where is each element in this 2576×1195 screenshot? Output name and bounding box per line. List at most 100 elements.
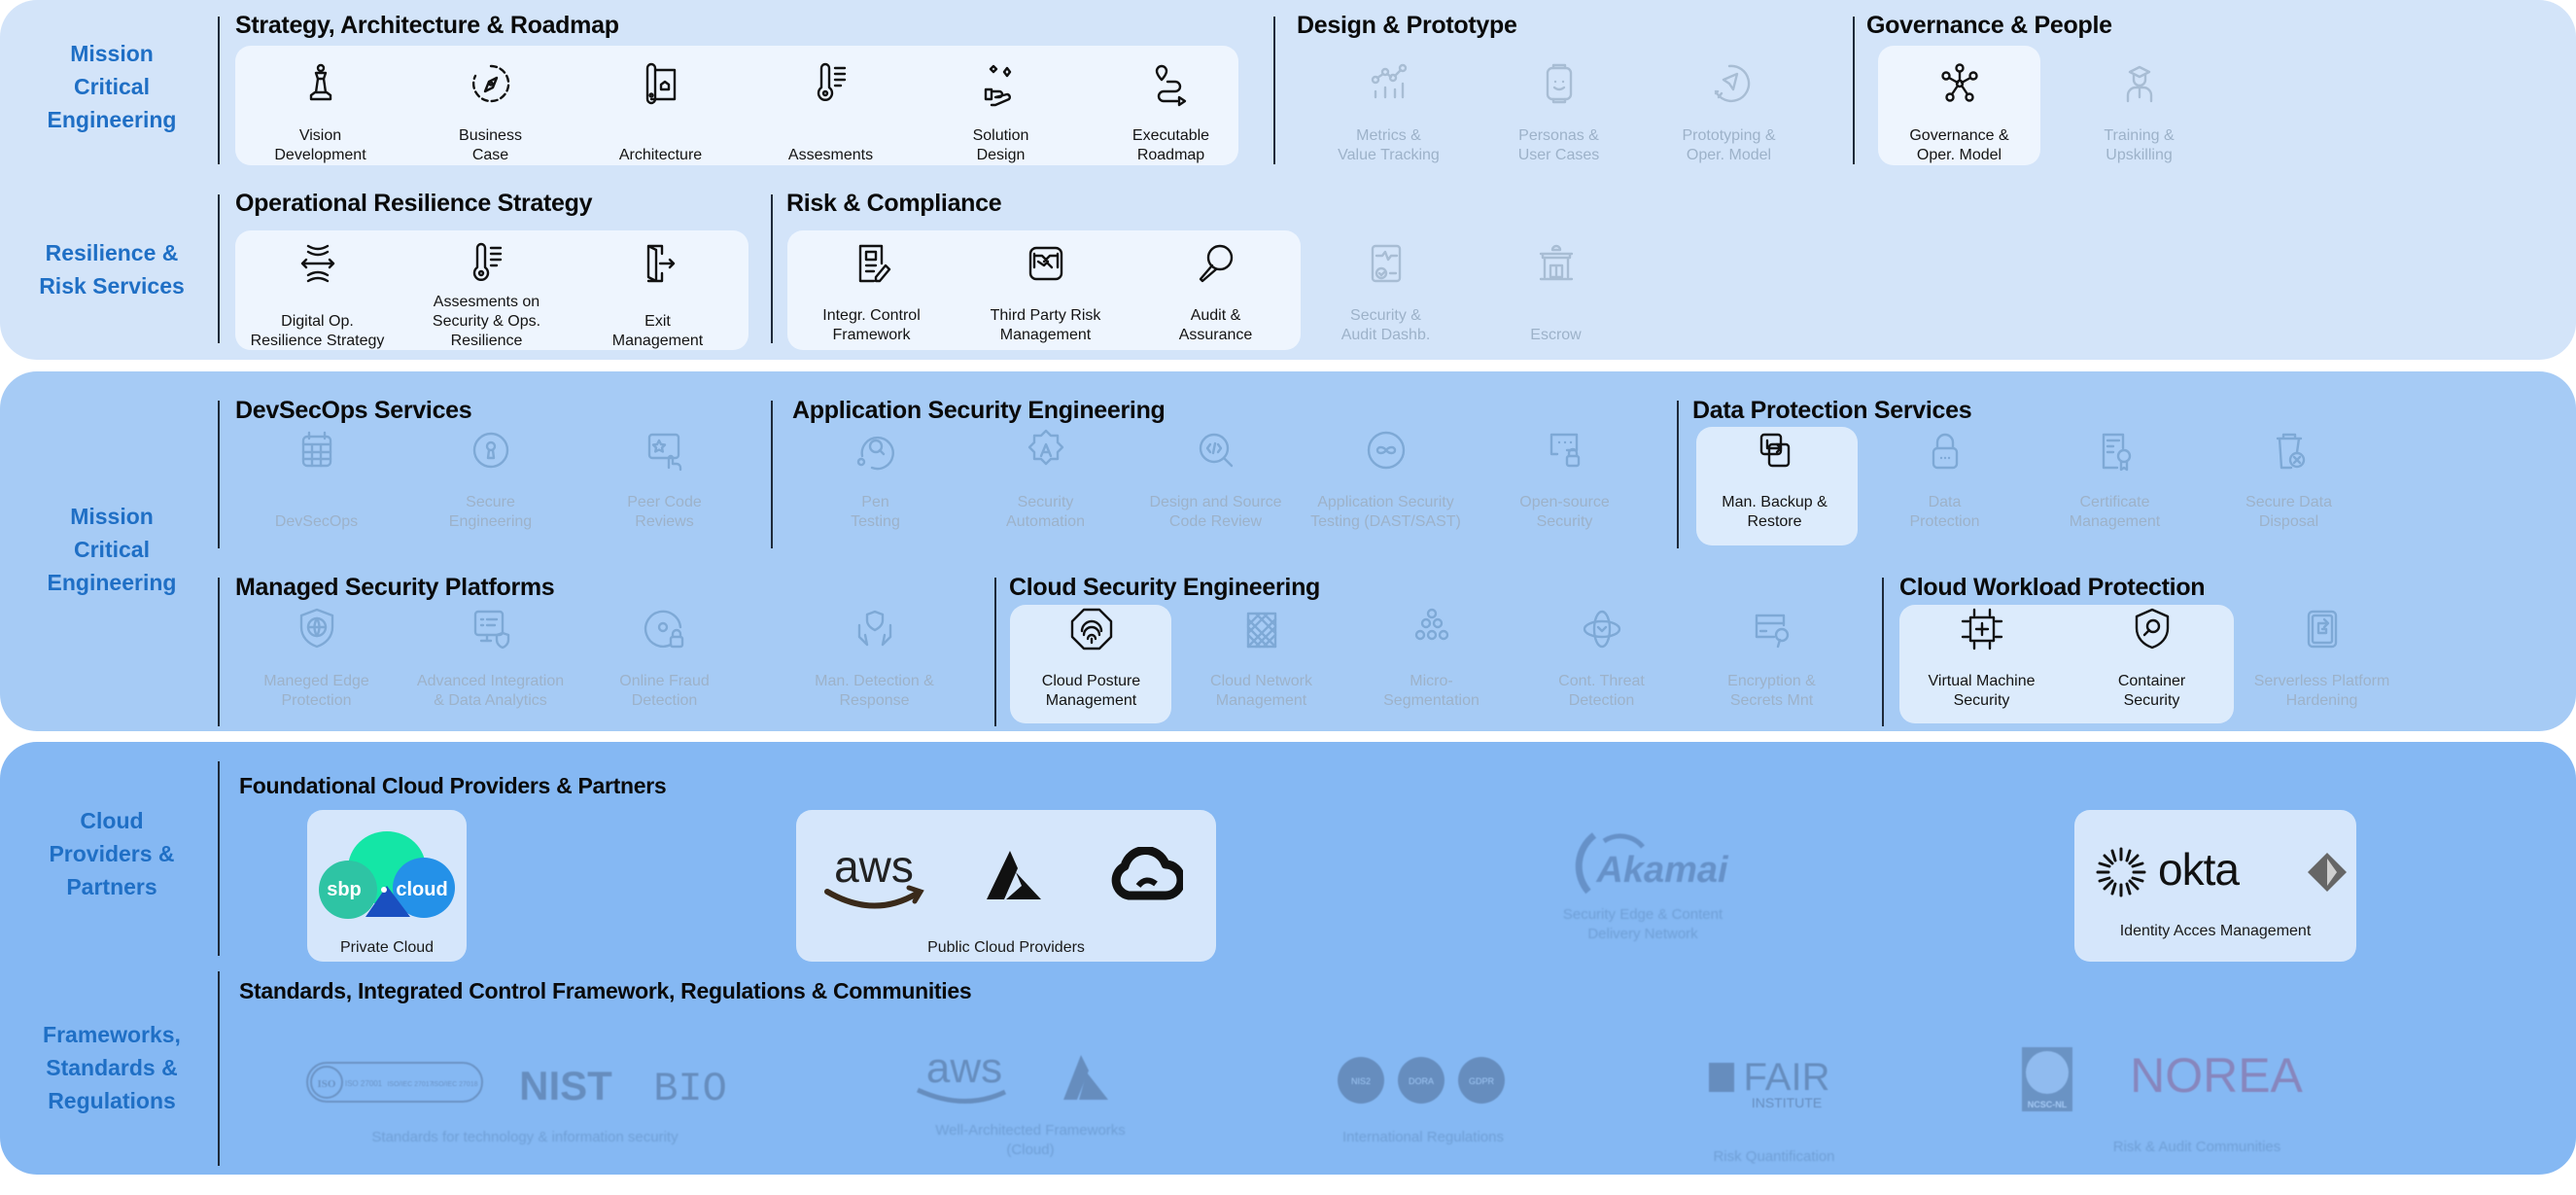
service-tile-managed_security-3[interactable]: Man. Detection &Response	[789, 606, 959, 713]
service-tile-managed_security-1[interactable]: Advanced Integration& Data Analytics	[405, 606, 575, 713]
service-tile-risk-3[interactable]: Security &Audit Dashb.	[1301, 240, 1471, 347]
label-line: Resilience	[450, 333, 523, 349]
service-tile-design-2[interactable]: Prototyping &Oper. Model	[1644, 60, 1814, 167]
fair-institute-logo[interactable]: FAIR INSTITUTE	[1707, 1049, 1843, 1117]
service-tile-data_protection-0[interactable]: Man. Backup &Restore	[1689, 427, 1860, 534]
svg-text:ISO/IEC 27017: ISO/IEC 27017	[387, 1081, 433, 1088]
akamai-block[interactable]: Akamai Security Edge & Content Delivery …	[1526, 827, 1759, 944]
service-tile-governance-1[interactable]: Training & Upskilling	[2054, 60, 2224, 167]
service-tile-label: Digital Op.Resilience Strategy	[232, 293, 402, 351]
infinity-icon	[1363, 427, 1410, 474]
divider	[218, 971, 220, 1166]
label-line: Design and Source	[1149, 494, 1282, 510]
rocket-icon	[1706, 60, 1753, 107]
label-line: Executable	[1131, 127, 1210, 144]
service-tile-cloud_sec-4[interactable]: Encryption &Secrets Mnt	[1687, 606, 1857, 713]
label-line: Maneged Edge	[263, 673, 369, 689]
label-line: Encryption &	[1727, 673, 1816, 689]
service-tile-strategy-2[interactable]: Architecture	[575, 60, 746, 167]
waf-logos[interactable]: aws	[910, 1043, 1143, 1111]
svg-text:NOREA: NOREA	[2130, 1048, 2303, 1103]
side-label-line: Critical	[74, 537, 150, 562]
google-cloud-logo	[1111, 847, 1183, 900]
public-cloud-card[interactable]: aws Public Cloud Providers	[796, 810, 1216, 962]
label-line: Framework	[832, 327, 911, 343]
akamai-caption: Security Edge & Content Delivery Network	[1526, 905, 1759, 944]
iso-nist-bio-logos[interactable]: ISO ISO 27001 ISO/IEC 27017 ISO/IEC 2701…	[305, 1055, 791, 1113]
label-line: Security	[1017, 494, 1074, 510]
service-tile-op_resilience-0[interactable]: Digital Op.Resilience Strategy	[232, 240, 402, 349]
thermometer-icon	[464, 240, 510, 287]
service-tile-governance-0[interactable]: Governance &Oper. Model	[1874, 60, 2044, 167]
divider	[994, 578, 996, 726]
divider	[218, 578, 220, 726]
side-label-line: Risk Services	[39, 273, 185, 299]
label-line: Management	[1215, 692, 1307, 709]
shield-search-icon	[2129, 606, 2176, 652]
label-line: Digital Op.	[281, 313, 354, 330]
service-tile-devsecops-0[interactable]: DevSecOps	[231, 427, 401, 534]
service-tile-risk-2[interactable]: Audit &Assurance	[1131, 240, 1301, 347]
waf-caption: Well-Architected Frameworks (Cloud)	[875, 1121, 1186, 1160]
persona-icon	[1536, 60, 1583, 107]
divider	[1273, 17, 1275, 164]
label-line	[231, 493, 401, 512]
service-tile-design-1[interactable]: Personas &User Cases	[1474, 60, 1644, 167]
label-line: Case	[471, 147, 509, 163]
service-tile-strategy-3[interactable]: Assesments	[746, 60, 916, 167]
service-tile-risk-4[interactable]: Escrow	[1471, 240, 1641, 347]
label-line: Protection	[281, 692, 352, 709]
side-label-line: Engineering	[47, 107, 177, 132]
eu-caption: International Regulations	[1342, 1129, 1504, 1145]
side-label-line: Resilience &	[45, 240, 179, 265]
iam-card[interactable]: okta Identity Acces Management	[2074, 810, 2356, 962]
communities-logos[interactable]: NCSC-NL NOREA	[2022, 1045, 2352, 1115]
fingerprint-icon	[1068, 606, 1115, 652]
eu-regulation-badges[interactable]: NIS2 DORA GDPR	[1336, 1053, 1511, 1107]
svg-text:FAIR: FAIR	[1744, 1056, 1830, 1099]
service-tile-cloud_sec-2[interactable]: Micro-Segmentation	[1346, 606, 1516, 713]
label-line: Upskilling	[2106, 147, 2173, 163]
okta-logo-text: okta	[2158, 844, 2240, 895]
padlock-icon	[1922, 427, 1968, 474]
divider	[771, 194, 773, 343]
label-line: Training &	[2104, 127, 2175, 144]
private-cloud-card[interactable]: sbp cloud Private Cloud	[307, 810, 467, 962]
standards-title: Standards, Integrated Control Framework,…	[239, 978, 972, 1003]
label-line: Restore	[1747, 513, 1802, 530]
service-tile-label: Micro-Segmentation	[1346, 672, 1516, 711]
svg-text:DORA: DORA	[1409, 1076, 1434, 1086]
service-tile-design-0[interactable]: Metrics &Value Tracking	[1304, 60, 1474, 167]
label-line: & Data Analytics	[434, 692, 547, 709]
